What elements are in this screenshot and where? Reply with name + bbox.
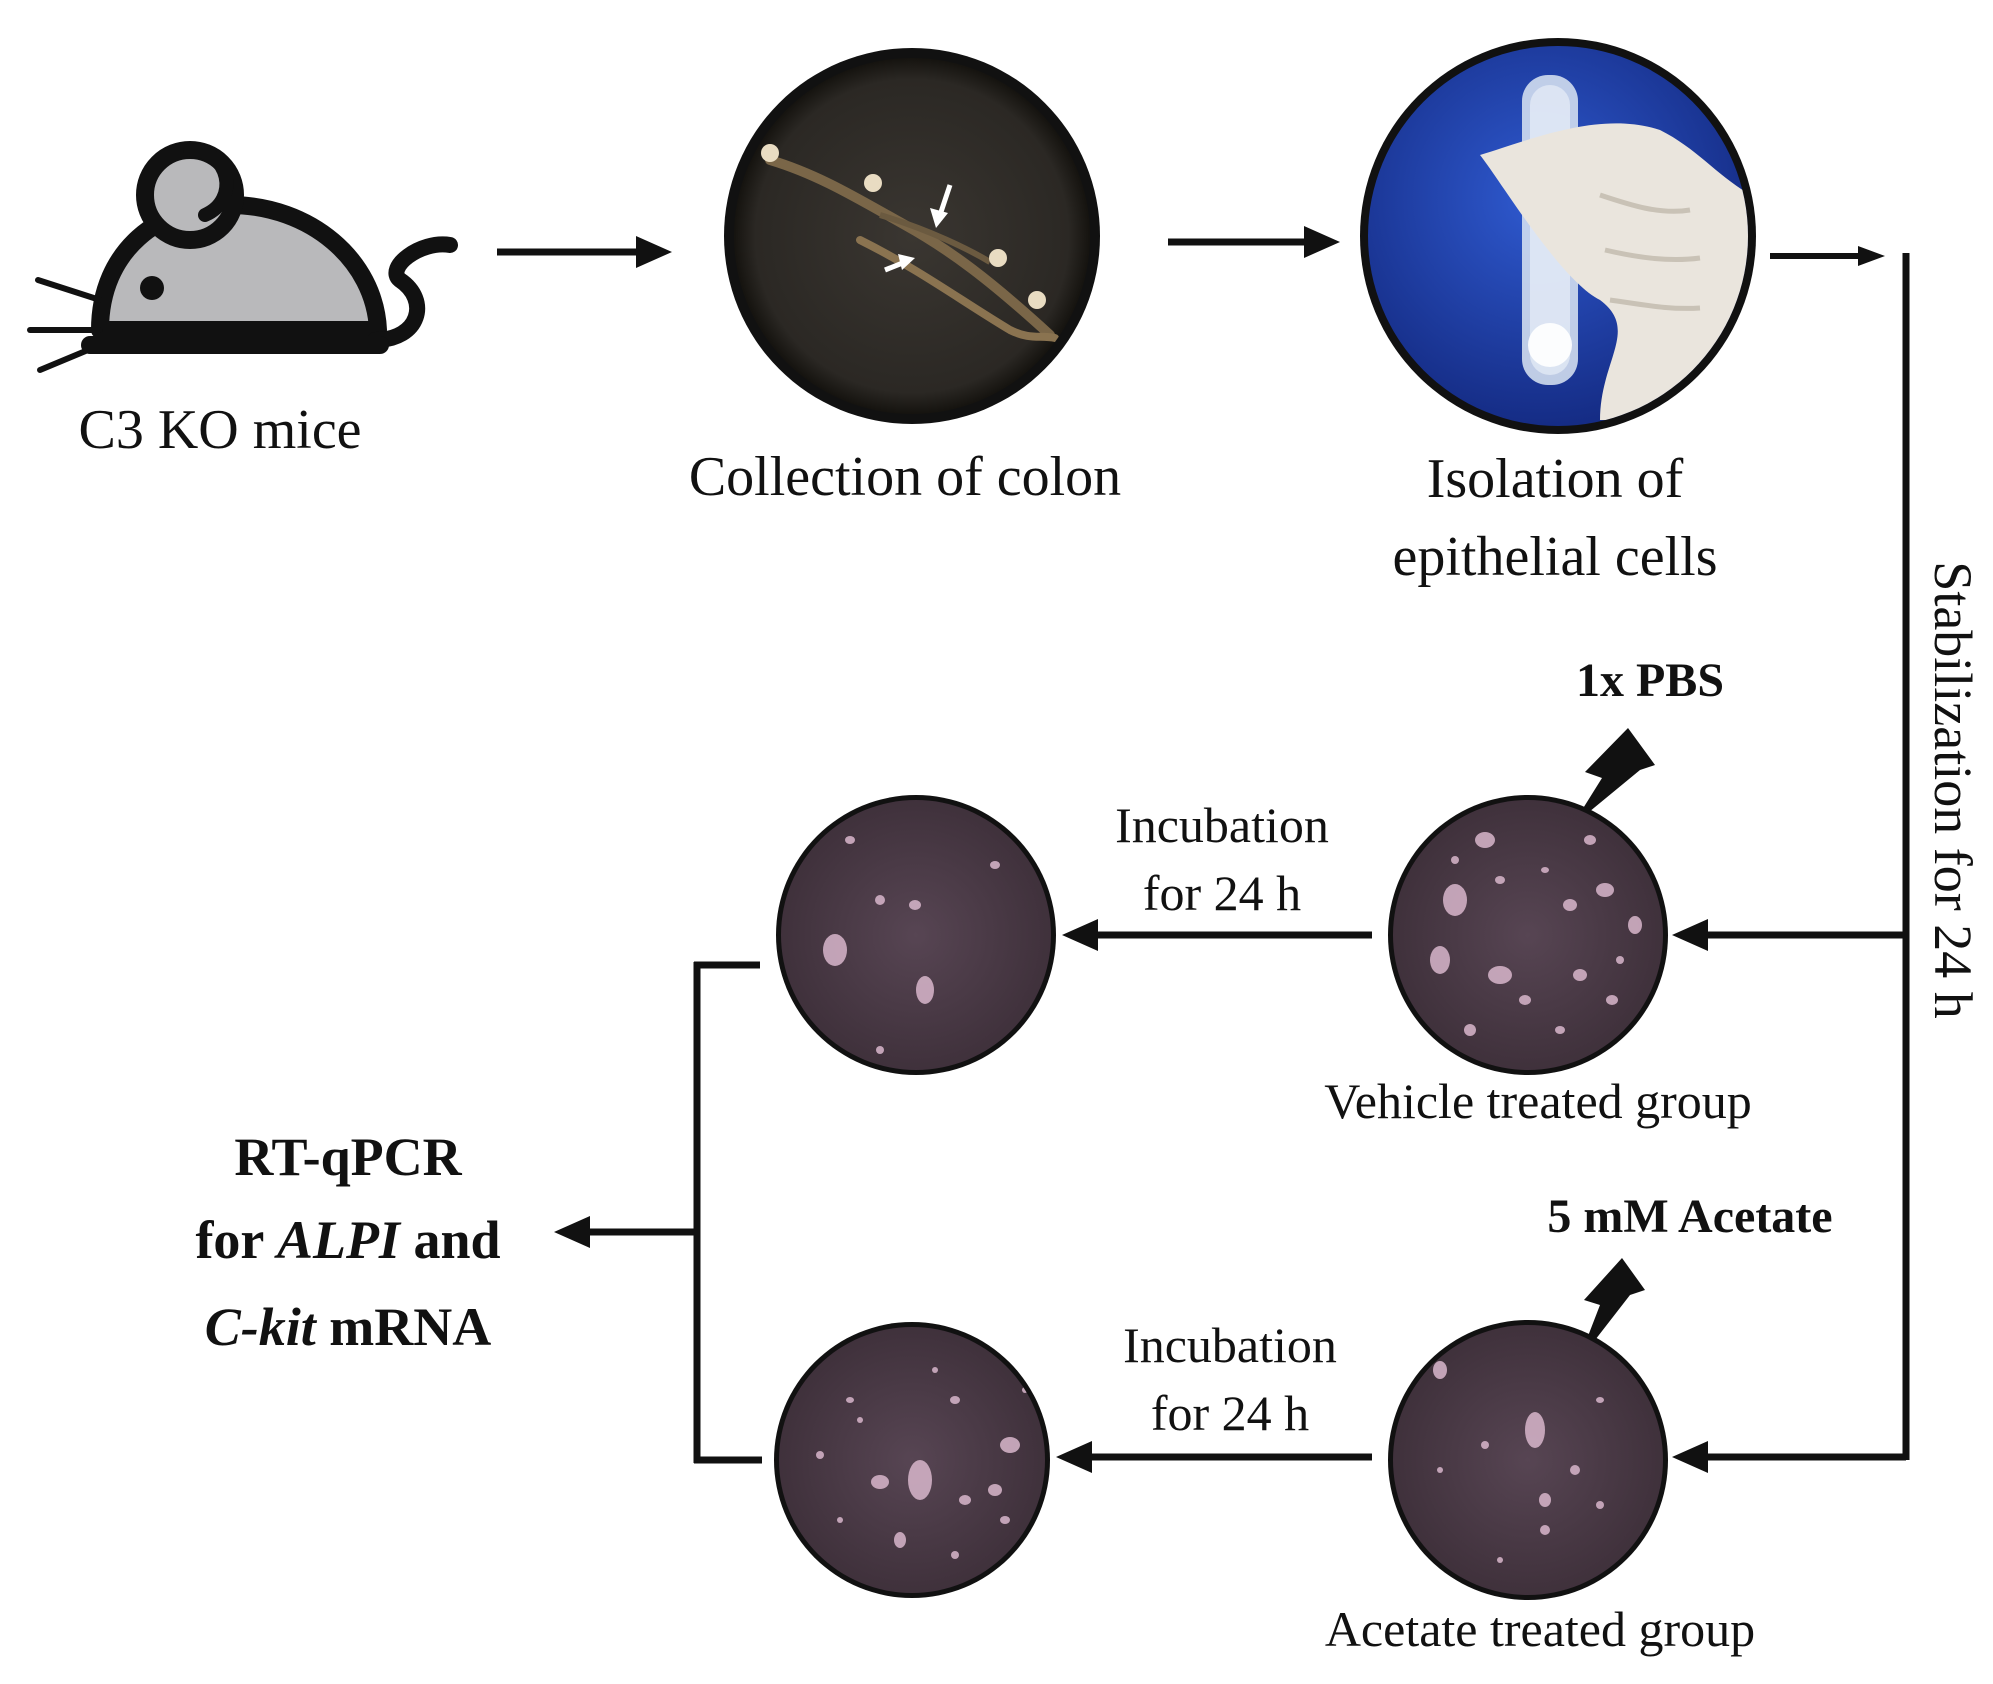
vehicle-lightning-icon xyxy=(1572,728,1655,826)
vehicle-group-label: Vehicle treated group xyxy=(1324,1073,1752,1129)
stabilization-connector xyxy=(1672,246,1910,1473)
readout-line3-suffix: mRNA xyxy=(316,1297,491,1357)
readout-connector xyxy=(554,961,762,1464)
acetate-treated-culture-image xyxy=(1388,1320,1668,1600)
readout-line3: C-kit mRNA xyxy=(205,1297,492,1357)
colon-label: Collection of colon xyxy=(689,446,1121,508)
readout-line1: RT-qPCR xyxy=(234,1127,462,1187)
vehicle-incubation-line1: Incubation xyxy=(1115,797,1329,853)
readout-line2-prefix: for xyxy=(195,1210,276,1270)
readout-gene-ckit: C-kit xyxy=(205,1297,318,1357)
stabilization-label: Stabilization for 24 h xyxy=(1923,561,1983,1018)
arrow-vehicle-incubation xyxy=(1062,919,1372,951)
acetate-treatment-label: 5 mM Acetate xyxy=(1547,1190,1832,1243)
mouse-label: C3 KO mice xyxy=(78,399,361,461)
vehicle-treated-culture-image xyxy=(1388,795,1668,1075)
isolation-label-line2: epithelial cells xyxy=(1393,526,1718,588)
acetate-incubated-culture-image xyxy=(774,1322,1050,1598)
vehicle-treatment-label: 1x PBS xyxy=(1576,654,1724,707)
acetate-incubation-line1: Incubation xyxy=(1123,1317,1337,1373)
vehicle-incubation-line2: for 24 h xyxy=(1143,865,1301,921)
isolation-label-line1: Isolation of xyxy=(1427,448,1684,510)
readout-gene-alpi: ALPI xyxy=(274,1210,402,1270)
mouse-icon xyxy=(27,141,458,373)
acetate-incubation-line2: for 24 h xyxy=(1151,1385,1309,1441)
arrow-colon-to-isolation xyxy=(1168,226,1340,258)
acetate-lightning-icon xyxy=(1578,1258,1645,1362)
acetate-group-label: Acetate treated group xyxy=(1325,1601,1755,1657)
readout-line2-suffix: and xyxy=(400,1210,501,1270)
isolation-tube-image xyxy=(1360,38,1756,434)
arrow-mouse-to-colon xyxy=(497,236,672,268)
vehicle-incubated-culture-image xyxy=(776,795,1056,1075)
readout-line2: for ALPI and xyxy=(195,1210,500,1270)
arrow-acetate-incubation xyxy=(1056,1441,1372,1473)
colon-petri-dish-image xyxy=(724,48,1100,424)
